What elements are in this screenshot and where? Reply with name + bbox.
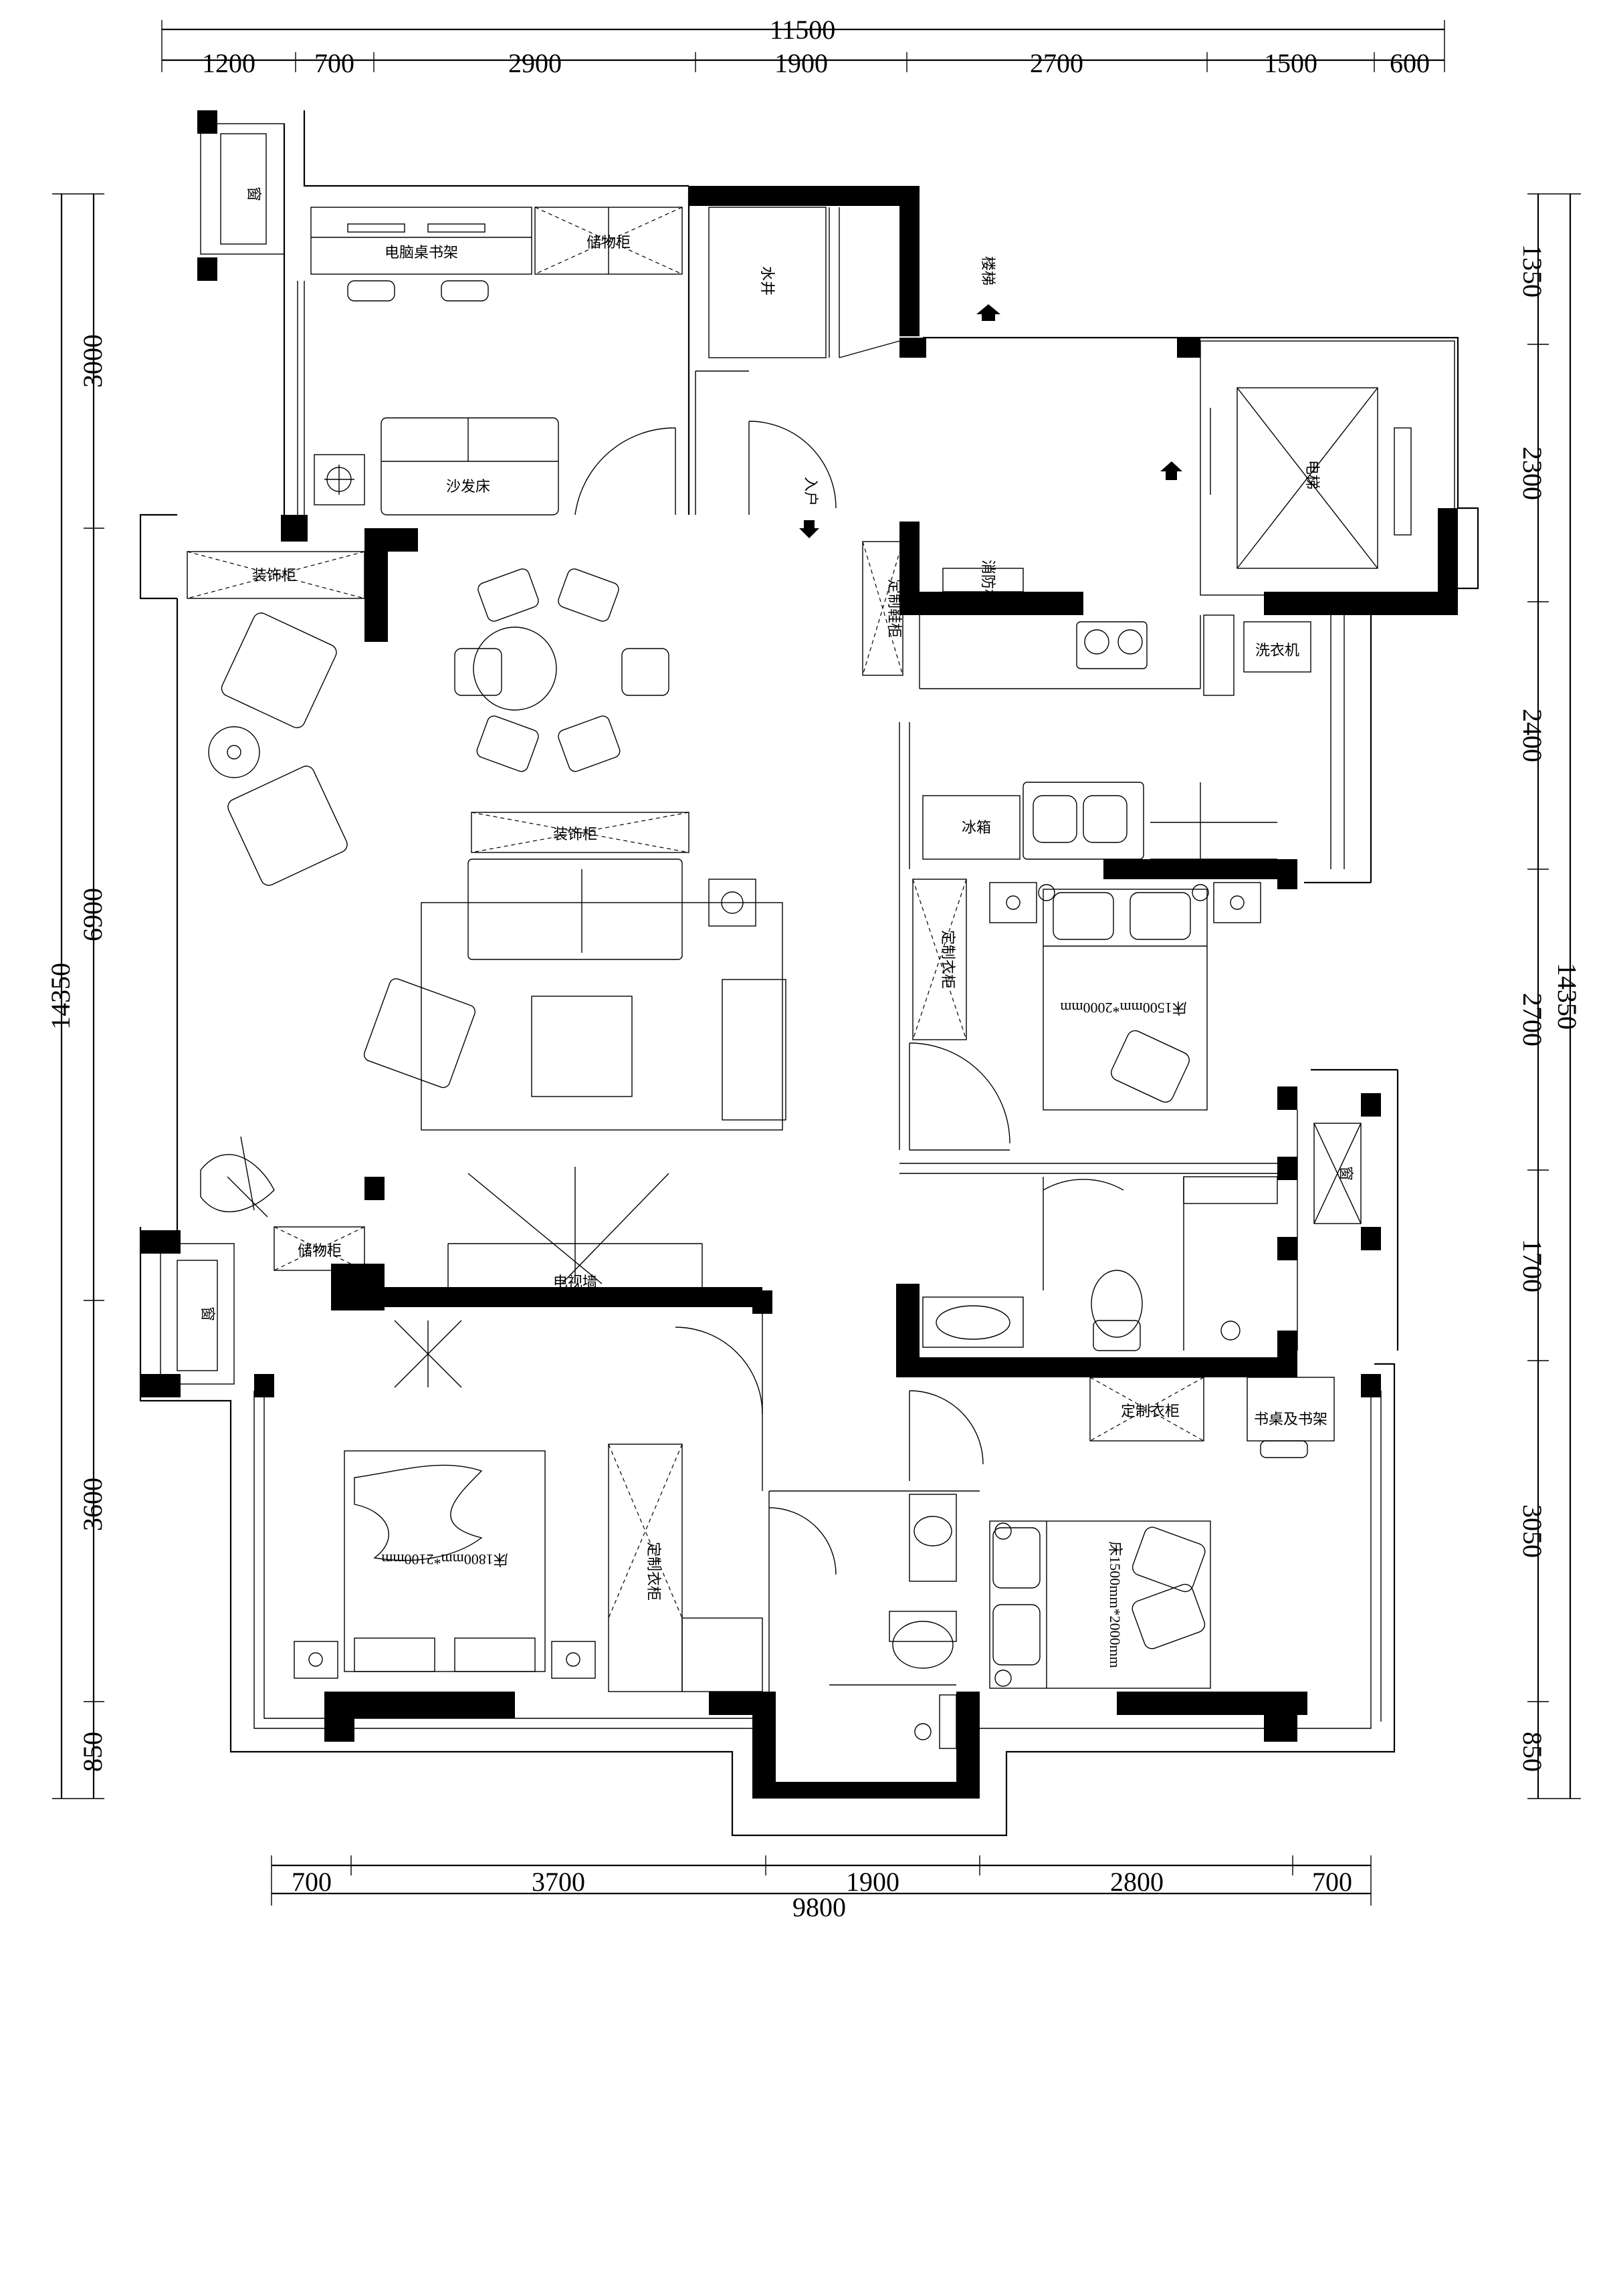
right-seg-4: 2700 (1517, 993, 1547, 1046)
window-label-1: 窗 (245, 187, 262, 201)
small-cabinet-label: 储物柜 (298, 1242, 342, 1259)
bottom-total-dim: 9800 (792, 1892, 846, 1922)
washing-machine-label: 洗衣机 (1255, 642, 1299, 659)
bottom-seg-2: 3700 (532, 1867, 585, 1897)
tv-cabinet-label: 装饰柜 (553, 826, 597, 842)
custom-wardrobe-right-label: 定制衣柜 (1121, 1403, 1180, 1419)
right-seg-7: 850 (1517, 1732, 1547, 1772)
right-seg-2: 2300 (1517, 447, 1547, 500)
bottom-seg-5: 700 (1312, 1867, 1352, 1897)
stairs-label: 楼梯 (980, 256, 996, 285)
left-dimension-lines: 3000 6900 3600 850 14350 (45, 193, 108, 1799)
bedroom-upper-right: 定制衣柜 床1500mm*2000mm (899, 879, 1277, 1174)
bed-1800-label: 床1800mm*2100mm (381, 1551, 508, 1568)
top-seg-1: 1200 (202, 48, 255, 78)
top-seg-4: 1900 (774, 48, 828, 78)
sofa-bed-label: 沙发床 (446, 478, 490, 495)
core-area: 水井 楼梯 入户 电梯 定制鞋柜 消防栓 (695, 207, 1455, 676)
bottom-seg-3: 1900 (846, 1867, 899, 1897)
custom-wardrobe-master-label: 定制衣柜 (940, 930, 956, 989)
sideboard-top-label: 装饰柜 (252, 567, 296, 584)
solid-walls (140, 110, 1458, 1799)
water-well-label: 水井 (759, 266, 776, 296)
fire-hydrant-label: 消防栓 (980, 560, 996, 604)
bottom-dimension-lines: 700 3700 1900 2800 700 9800 (271, 1855, 1372, 1922)
shoe-cabinet-label: 定制鞋柜 (886, 579, 903, 638)
custom-wardrobe-left-label: 定制衣柜 (645, 1542, 662, 1601)
entrance-label: 入户 (802, 477, 819, 506)
left-seg-3: 3600 (78, 1478, 108, 1531)
right-dimension-lines: 1350 2300 2400 2700 1700 3050 850 14350 (1517, 193, 1582, 1799)
storage-cabinet-label: 储物柜 (586, 234, 631, 251)
elevator-label: 电梯 (1304, 460, 1321, 489)
study-room: 窗 电脑桌书架 储物柜 沙发床 (200, 123, 690, 515)
left-seg-4: 850 (78, 1732, 108, 1772)
bed-1500-a-label: 床1500mm*2000mm (1060, 1000, 1186, 1016)
tv-wall-label: 电视墙 (553, 1274, 597, 1290)
bathroom-upper: 窗 (922, 1110, 1362, 1351)
left-seg-2: 6900 (78, 888, 108, 941)
right-seg-1: 1350 (1517, 244, 1547, 298)
left-window: 窗 (160, 1243, 235, 1385)
top-seg-3: 2900 (508, 48, 562, 78)
left-total-dim: 14350 (45, 963, 76, 1030)
kitchen: 洗衣机 冰箱 (899, 614, 1345, 1150)
right-total-dim: 14350 (1552, 963, 1582, 1030)
top-dimension-lines: 11500 1200 700 2900 1900 2700 1500 600 (161, 15, 1445, 78)
right-seg-3: 2400 (1517, 709, 1547, 762)
right-seg-6: 3050 (1517, 1504, 1547, 1558)
bathroom-bottom (768, 1490, 980, 1749)
bed-1500-b-label: 床1500mm*2000mm (1107, 1541, 1123, 1668)
window-label-2: 窗 (199, 1306, 216, 1321)
bottom-seg-4: 2800 (1110, 1867, 1164, 1897)
bedroom-bottom-right: 定制衣柜 书桌及书架 床1500mm*2000mm (909, 1377, 1335, 1689)
living-dining: 装饰柜 装饰柜 电视墙 储物柜 (187, 551, 786, 1290)
top-seg-5: 2700 (1030, 48, 1083, 78)
right-seg-5: 1700 (1517, 1239, 1547, 1292)
top-total-dim: 11500 (770, 15, 836, 45)
window-label-3: 窗 (1337, 1166, 1354, 1181)
left-seg-1: 3000 (78, 334, 108, 388)
outer-walls (139, 110, 1479, 1837)
desk-shelf-label: 书桌及书架 (1254, 1411, 1327, 1427)
fridge-label: 冰箱 (962, 819, 991, 836)
bedroom-bottom-left: 床1800mm*2100mm 定制衣柜 (294, 1310, 763, 1692)
computer-desk-label: 电脑桌书架 (385, 244, 458, 261)
top-seg-7: 600 (1390, 48, 1430, 78)
bottom-seg-1: 700 (292, 1867, 332, 1897)
top-seg-6: 1500 (1264, 48, 1317, 78)
top-seg-2: 700 (314, 48, 354, 78)
